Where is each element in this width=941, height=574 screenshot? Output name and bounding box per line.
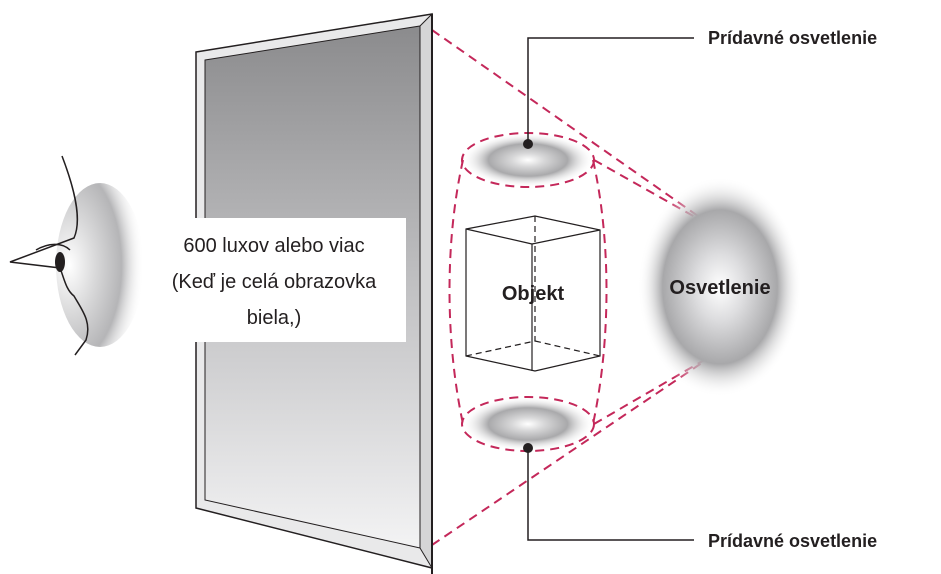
extra-light-label-bottom: Prídavné osvetlenie [708,531,877,551]
illumination-label: Osvetlenie [669,277,770,299]
callout-bottom: Prídavné osvetlenie [523,443,877,551]
lux-line-1: 600 luxov alebo viac [183,235,364,257]
object-label: Objekt [502,283,565,305]
extra-light-label-top: Prídavné osvetlenie [708,28,877,48]
lamp-connector-top [593,159,719,231]
eye-icon [55,252,65,272]
face-glow [56,183,144,347]
face-profile [9,155,89,356]
callout-top: Prídavné osvetlenie [523,28,877,149]
illumination-glow [638,177,802,397]
lux-line-2: (Keď je celá obrazovka [172,271,377,293]
viewer-face [9,155,144,356]
lamp-bottom-ellipse [461,396,595,452]
cone-line-top [431,29,719,231]
callout-line-bottom [527,448,694,541]
object-box: Objekt [465,215,601,372]
monitor-side [419,12,433,570]
cone-line-bottom [431,351,719,546]
lamp-connector-bottom [593,351,719,425]
lux-callout: 600 luxov alebo viac (Keď je celá obrazo… [142,218,406,342]
lux-line-3: biela,) [247,307,301,329]
illumination-source: Osvetlenie [638,177,802,397]
lamp-left-edge [448,159,464,425]
callout-line-top [527,37,694,144]
lamp-right-edge [592,159,608,425]
lux-box [142,218,406,342]
eyelid [35,243,71,251]
